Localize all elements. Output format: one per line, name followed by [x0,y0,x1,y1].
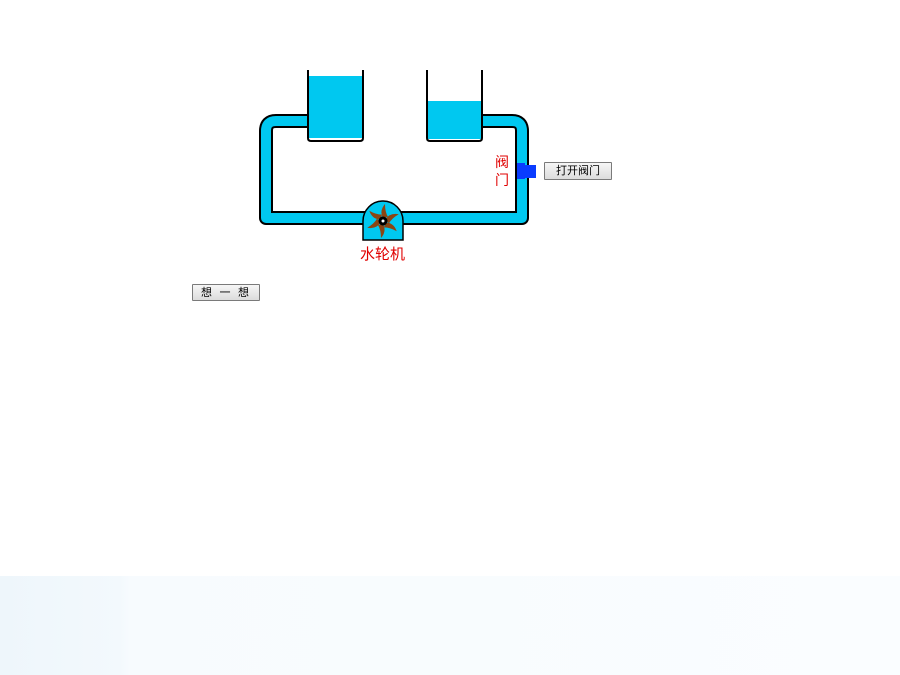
left-container [307,70,364,142]
turbine-label: 水轮机 [360,245,406,263]
valve-label: 阀门 [495,155,509,189]
open-valve-button[interactable]: 打开阀门 [544,162,612,180]
water-turbine [362,200,404,241]
turbine-blades-icon [367,204,399,238]
right-container [426,70,483,142]
valve-icon[interactable] [517,163,536,179]
bottom-band [0,576,900,675]
think-button[interactable]: 想 一 想 [192,284,260,301]
